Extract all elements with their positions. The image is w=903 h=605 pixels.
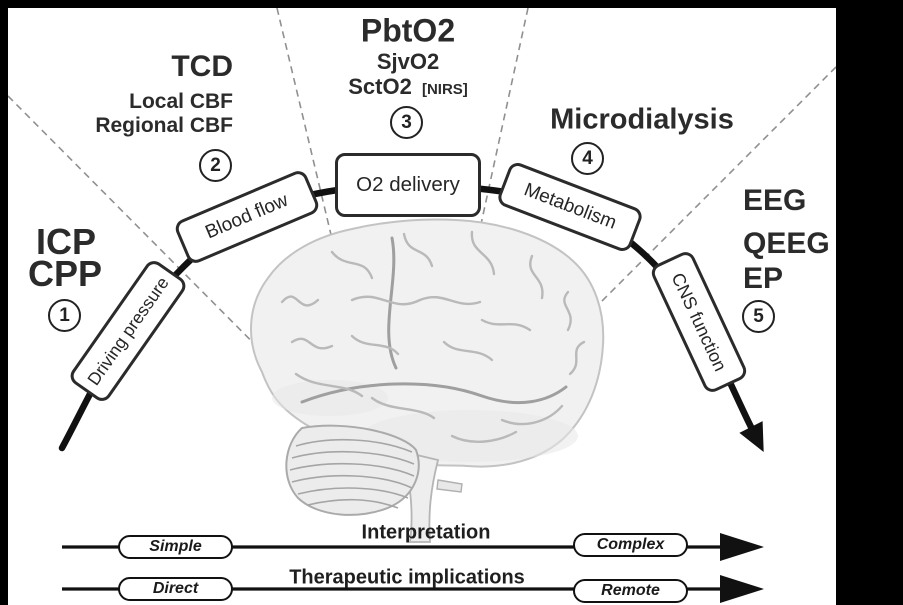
brain-shading — [272, 380, 388, 416]
left-border — [0, 0, 8, 605]
brain-illustration — [250, 218, 605, 543]
central-sulcus — [387, 236, 398, 370]
striation-line — [307, 498, 399, 509]
right-border — [836, 0, 903, 605]
label-eeg: EEG — [743, 184, 807, 217]
label-icp: ICP — [35, 221, 97, 262]
gyrus-line — [470, 230, 496, 276]
label-cpp: CPP — [27, 253, 103, 294]
striation-line — [291, 450, 415, 465]
cerebellum-outline — [285, 424, 420, 516]
therapeutic-start-pill: Direct — [118, 577, 233, 601]
striation-line — [295, 439, 413, 453]
interpretation-axis-title: Interpretation — [361, 521, 491, 544]
divider-line-3 — [457, 7, 529, 331]
cerebellum-striations — [289, 439, 415, 509]
label-sjvo2: SjvO2 — [376, 49, 440, 74]
gyri-lines — [280, 230, 586, 443]
label-nirs: [NIRS] — [421, 81, 468, 98]
label-qeeg: QEEG — [743, 227, 830, 260]
label-pbto2: PbtO2 — [360, 12, 456, 49]
therapeutic-arrowhead — [720, 575, 764, 603]
stage-box-o2-delivery: O2 delivery — [335, 153, 481, 217]
gyrus-line — [450, 430, 518, 443]
striation-line — [297, 487, 409, 499]
stage-number-text: 1 — [59, 304, 70, 326]
stage-number-4: 4 — [571, 142, 604, 175]
stage-number-text: 2 — [210, 154, 221, 176]
gyrus-line — [280, 295, 320, 307]
therapeutic-end-pill: Remote — [573, 579, 688, 603]
gyrus-line — [500, 404, 564, 426]
label-ep: EP — [743, 262, 784, 295]
interpretation-start-pill: Simple — [118, 535, 233, 559]
therapeutic-axis-title: Therapeutic implications — [289, 566, 525, 589]
stage-number-1: 1 — [48, 299, 81, 332]
stage-number-2: 2 — [199, 149, 232, 182]
gyrus-line — [563, 290, 572, 332]
stage-number-5: 5 — [742, 300, 775, 333]
gyrus-line — [330, 250, 374, 280]
label-microdialysis: Microdialysis — [550, 103, 734, 136]
label-scto2: SctO2 — [348, 74, 412, 99]
label-regional-cbf: Regional CBF — [95, 114, 233, 137]
top-border — [0, 0, 903, 8]
gyrus-line — [290, 337, 334, 350]
gyrus-line — [568, 340, 586, 376]
divider-line-4 — [555, 66, 837, 348]
stage-number-text: 5 — [753, 305, 764, 327]
gyrus-line — [529, 254, 544, 300]
gyrus-line — [370, 396, 436, 420]
gyrus-line — [350, 334, 400, 356]
striation-line — [291, 474, 413, 489]
striation-line — [289, 462, 415, 477]
gyrus-line — [294, 372, 364, 398]
interpretation-arrowhead — [720, 533, 764, 561]
label-local-cbf: Local CBF — [129, 90, 233, 113]
interpretation-end-pill: Complex — [573, 533, 688, 557]
arc-arrowhead — [739, 421, 764, 452]
gyrus-line — [402, 232, 434, 268]
stage-number-text: 4 — [582, 147, 593, 169]
stage-number-3: 3 — [390, 106, 423, 139]
label-tcd: TCD — [171, 50, 233, 83]
gyrus-line — [350, 295, 482, 306]
gyrus-line — [480, 318, 532, 332]
stage-number-text: 3 — [401, 111, 412, 133]
gyrus-line — [442, 340, 494, 362]
label-scto2-line: SctO2 [NIRS] — [348, 74, 468, 100]
pons-nub — [436, 479, 463, 493]
